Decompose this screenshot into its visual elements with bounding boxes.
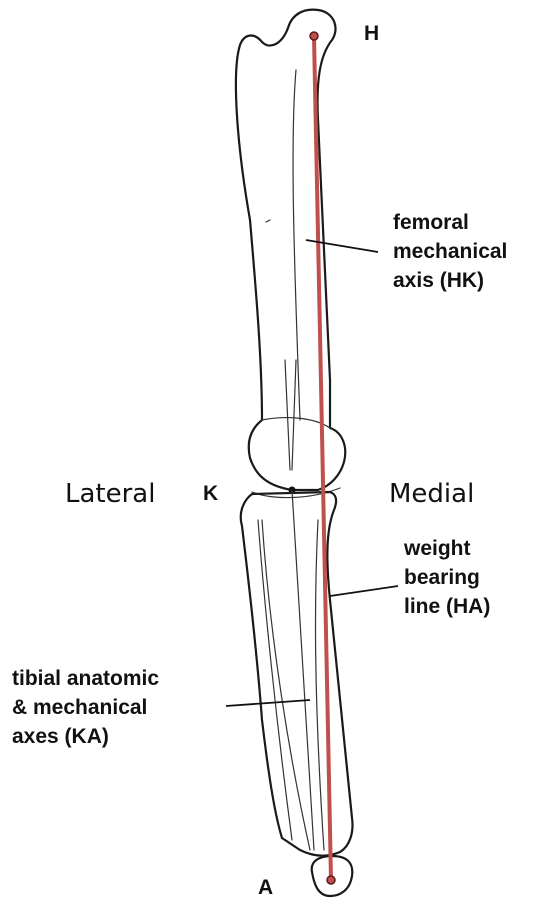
- label-ankle: A: [258, 876, 273, 899]
- leader-tibial-axes: [226, 700, 310, 706]
- label-femoral-axis: femoral mechanical axis (HK): [393, 211, 513, 292]
- label-tibial-axes: tibial anatomic & mechanical axes (KA): [12, 667, 165, 748]
- weight-bearing-line: [314, 36, 331, 880]
- hip-center-point: [310, 32, 318, 40]
- leader-weight-line: [330, 586, 398, 596]
- label-hip: H: [364, 22, 379, 45]
- tibia-fibula: [241, 490, 353, 856]
- femur: [236, 10, 345, 490]
- label-lateral: Lateral: [65, 479, 155, 509]
- label-knee: K: [203, 482, 218, 505]
- ankle-center-point: [327, 876, 335, 884]
- label-weight-line: weight bearing line (HA): [403, 537, 490, 618]
- label-medial: Medial: [389, 479, 474, 509]
